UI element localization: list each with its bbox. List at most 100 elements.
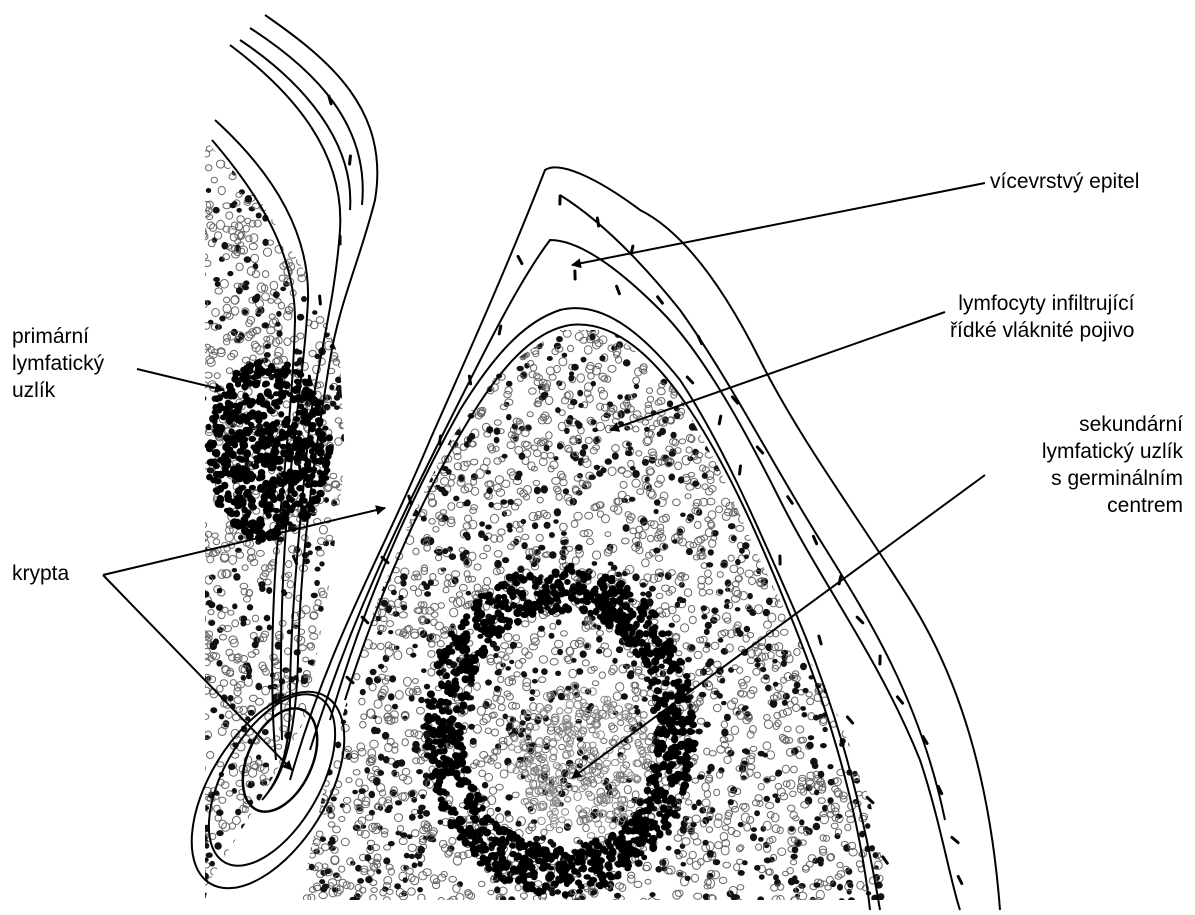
- cell-dot: [830, 402, 836, 406]
- cell-dot: [839, 898, 845, 904]
- cell-dot: [352, 550, 360, 559]
- cell-dot: [397, 416, 405, 424]
- cell-dot: [318, 538, 326, 545]
- cell-dot: [352, 367, 359, 372]
- cell-dot: [244, 596, 251, 602]
- cell-dot: [852, 349, 860, 357]
- cell-dot: [878, 387, 884, 392]
- cell-dot: [541, 668, 548, 675]
- cell-dot: [332, 616, 339, 624]
- cell-dot: [344, 540, 350, 547]
- cell-dot: [304, 157, 310, 162]
- cell-dot: [236, 150, 242, 156]
- cell-dot: [761, 499, 767, 506]
- cell-dot: [204, 857, 209, 862]
- cell-dot: [461, 333, 467, 338]
- cell-dot: [820, 811, 827, 816]
- cell-dot: [722, 432, 730, 440]
- cell-dot: [341, 245, 348, 251]
- cell-dot: [296, 200, 304, 207]
- cell-dot: [351, 588, 359, 596]
- cell-dot: [520, 893, 527, 898]
- cell-dot: [488, 796, 496, 805]
- cell-dot: [232, 568, 237, 572]
- cell-dot: [887, 511, 894, 518]
- cell-dot: [337, 547, 343, 553]
- cell-dot: [796, 726, 804, 733]
- cell-dot: [387, 417, 395, 423]
- cell-dot: [521, 542, 527, 549]
- cell-dot: [884, 782, 891, 789]
- cell-dot: [198, 536, 205, 544]
- cell-dot: [880, 565, 888, 573]
- cell-dot: [585, 437, 592, 443]
- cell-dot: [383, 655, 390, 662]
- cell-dot: [248, 814, 256, 822]
- cell-dot: [359, 482, 365, 487]
- cell-dot: [747, 457, 753, 462]
- cell-dot: [279, 275, 285, 281]
- cell-dot: [324, 620, 332, 626]
- cell-dot: [550, 659, 558, 666]
- cell-dot: [510, 318, 517, 324]
- cell-dot: [399, 612, 407, 618]
- cell-dot: [370, 365, 377, 371]
- cell-dot: [720, 476, 727, 483]
- cell-dot: [315, 567, 321, 572]
- cell-dot: [400, 832, 407, 838]
- cell-dot: [498, 704, 505, 710]
- cell-dot: [881, 818, 887, 824]
- cell-dot: [323, 224, 331, 231]
- cell-dot: [337, 329, 344, 335]
- cell-dot: [329, 603, 337, 609]
- cell-dot: [311, 789, 318, 796]
- cell-dot: [649, 425, 655, 430]
- cell-dot: [594, 465, 600, 470]
- cell-dot: [293, 859, 299, 864]
- cell-dot: [208, 240, 215, 247]
- cell-dot: [430, 390, 437, 396]
- cell-dot: [883, 811, 890, 817]
- cell-dot: [198, 851, 204, 856]
- cell-dot: [282, 218, 290, 225]
- cell-dot: [412, 741, 420, 749]
- cell-dot: [530, 689, 536, 695]
- cell-dot: [884, 587, 891, 592]
- cell-dot: [255, 683, 262, 690]
- cell-dot: [200, 834, 207, 841]
- cell-dot: [323, 642, 329, 647]
- cell-dot: [890, 791, 897, 797]
- cell-dot: [585, 512, 593, 519]
- cell-dot: [321, 195, 329, 202]
- cell-dot: [655, 325, 661, 329]
- cell-dot: [416, 388, 424, 395]
- cell-dot: [437, 377, 445, 385]
- cell-dot: [792, 846, 799, 853]
- cell-dot: [226, 791, 233, 796]
- cell-dot: [647, 388, 653, 394]
- cell-dot: [498, 676, 504, 682]
- cell-dot: [856, 389, 862, 395]
- cell-dot: [753, 460, 759, 466]
- cell-dot: [284, 714, 292, 722]
- cell-dot: [217, 588, 222, 594]
- cell-dot: [221, 877, 229, 886]
- cell-dot: [878, 411, 886, 418]
- cell-dot: [820, 743, 827, 748]
- cell-dot: [232, 816, 240, 824]
- cell-dot: [208, 610, 214, 615]
- cell-dot: [814, 478, 821, 484]
- cell-dot: [492, 749, 499, 754]
- cell-dot: [873, 464, 880, 469]
- cell-dot: [328, 202, 334, 209]
- cell-dot: [769, 345, 777, 353]
- cell-dot: [732, 355, 740, 364]
- cell-dot: [883, 736, 891, 743]
- cell-dot: [648, 898, 656, 905]
- cell-dot: [332, 598, 340, 604]
- cell-dot: [838, 463, 845, 470]
- cell-dot: [302, 552, 309, 558]
- cell-dot: [846, 395, 853, 403]
- cell-dot: [210, 224, 217, 232]
- cell-dot: [522, 430, 530, 437]
